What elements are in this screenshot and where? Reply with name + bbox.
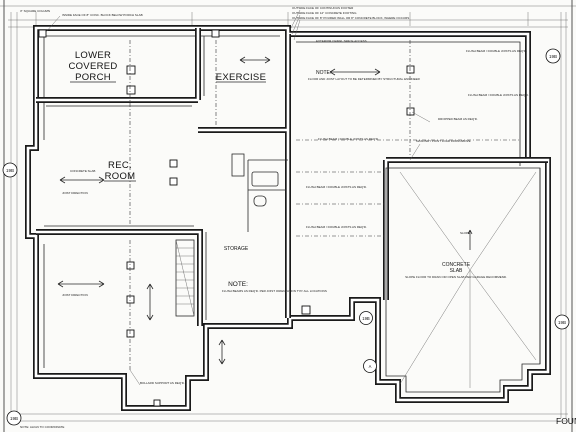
ann-top-left: 3" SQUARE COLUMN [20, 9, 50, 13]
ann-joist-dir: JOIST DIRECTION [62, 293, 88, 297]
room-labels: LOWER COVERED PORCH EXERCISE REC. ROOM S… [68, 50, 576, 426]
room-rec-line2: ROOM [105, 171, 136, 182]
garage-slab-outline [383, 157, 548, 393]
marker-lower: A [369, 364, 372, 369]
ann-crawl: EXTERIOR CRAWL SPACE ACCESS [316, 39, 367, 43]
ann-slope: SLOPE [460, 231, 470, 235]
ann-flush-beam-2: FLUSH BEAM / DOUBLE JOISTS AS REQ'D. [468, 93, 529, 97]
ann-flush-joists-3: FLUSH BEAM / DOUBLE JOISTS AS REQ'D. [306, 225, 367, 229]
ann-masonry: MASONRY POINT LOAD FROM ABOVE [416, 139, 471, 143]
ann-flush-joists: FLUSH BEAM / DOUBLE JOISTS AS REQ'D. [318, 137, 379, 141]
plan-title: FOUN [556, 416, 576, 426]
ann-porch-face: INSIDE FACE OF 8" CONC. BLOCK BELOW PORC… [62, 13, 143, 17]
columns [38, 29, 415, 407]
ann-big-slab-1: CONCRETE [442, 262, 471, 268]
annotations: 3" SQUARE COLUMN INSIDE FACE OF 8" CONC.… [20, 6, 529, 429]
ann-footer-3: OUTSIDE FACE OF 8" POURED WALL OR 8" CON… [292, 16, 409, 20]
ann-flush-beam: FLUSH BEAM / DOUBLE JOISTS AS REQ'D. [466, 49, 527, 53]
note-big-title: NOTE: [228, 281, 248, 288]
marker-right: 19B [558, 320, 566, 325]
marker-mid: 19B [362, 316, 370, 321]
bathroom-fixtures [231, 153, 279, 207]
marker-left: 19B [6, 168, 14, 173]
slab-slope-lines [399, 171, 537, 388]
room-lower-line2: COVERED [68, 61, 117, 72]
room-storage: STORAGE [224, 246, 249, 252]
interior-walls [36, 28, 291, 326]
ann-flush-joists-2: FLUSH BEAM / DOUBLE JOISTS AS REQ'D. [306, 185, 367, 189]
leader-lines [45, 9, 431, 386]
ann-dropped-beam: DROPPED BEAM AS REQ'D. [438, 117, 478, 121]
marker-top-right: 19B [549, 54, 557, 59]
stair [175, 239, 195, 317]
room-exercise: EXERCISE [216, 72, 266, 83]
ann-big-slab-2: SLAB [450, 268, 463, 274]
ann-joist-dir-2: JOIST DIRECTION [62, 191, 88, 195]
beam-lines [129, 40, 520, 372]
marker-bottom-left: 19B [10, 416, 18, 421]
room-rec-line1: REC. [108, 160, 132, 171]
ann-conc-slab: CONCRETE SLAB [70, 169, 95, 173]
note-big-text: FLUSH BEAMS AS REQ'D. PER JOIST ORIENTAT… [222, 289, 327, 293]
ann-footer-1: OUTSIDE FACE OF CONTINUOUS FOOTER [292, 6, 354, 10]
ann-bottom-note: NOTE: ALIGN TO COORDINATE [20, 425, 64, 429]
joist-direction-arrows [57, 56, 381, 365]
room-lower-line1: LOWER [75, 50, 111, 61]
section-markers: 19B 19B 19B 19B A 19B [2, 48, 570, 426]
ann-bollard: BOLLARD SUPPORT AS REQ'D. [140, 381, 185, 385]
note-small-title: NOTE: [316, 70, 331, 76]
note-small-text: FLOOR AND JOIST LAYOUT TO BE DETERMINED … [308, 77, 421, 81]
ann-footer-2: OUTSIDE FACE OF 12" CONCRETE FOOTING [292, 11, 357, 15]
ann-big-slab-3: SLOPE FLOOR TO DRAIN OR OPEN SLAB PER GA… [405, 275, 507, 279]
room-lower-line3: PORCH [75, 72, 111, 83]
